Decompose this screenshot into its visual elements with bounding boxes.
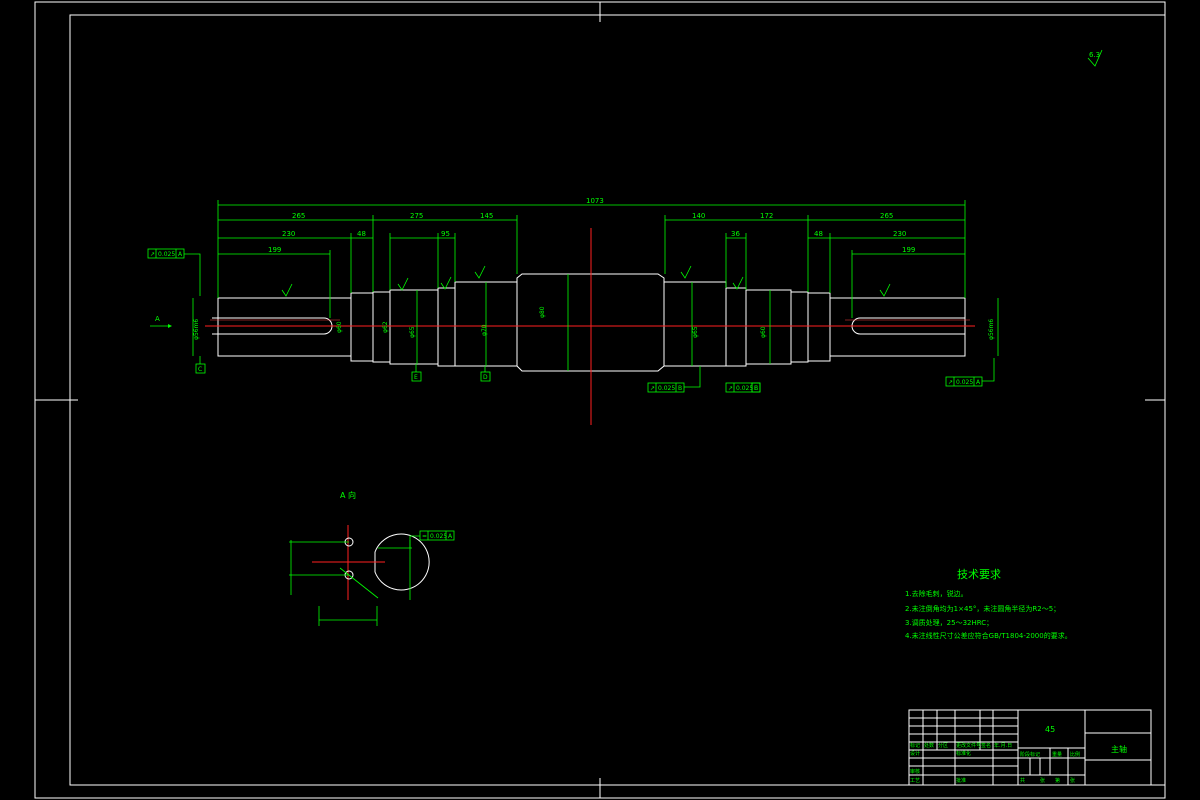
shaft-section-5 bbox=[437, 287, 456, 367]
section-view-a: A 向 = 0.025 A bbox=[289, 490, 455, 626]
svg-text:↗: ↗ bbox=[150, 251, 155, 258]
tech-item-3: 3.调质处理，25～32HRC； bbox=[905, 618, 993, 627]
shaft-section-7 bbox=[663, 281, 727, 367]
dim-3-2: 199 bbox=[902, 246, 915, 254]
dim-2-2: 48 bbox=[357, 230, 366, 238]
svg-text:A: A bbox=[976, 379, 981, 386]
dia-4: φ65 bbox=[409, 326, 416, 338]
dim-2-1: 230 bbox=[282, 230, 295, 238]
part-name: 主轴 bbox=[1111, 744, 1127, 754]
datum-e: E bbox=[411, 364, 422, 382]
svg-text:D: D bbox=[483, 374, 488, 381]
dia-2: φ60 bbox=[336, 321, 343, 333]
dim-overall: 1073 bbox=[586, 197, 604, 205]
section-a-arrow: A bbox=[150, 315, 172, 328]
svg-text:第: 第 bbox=[1055, 777, 1060, 784]
svg-text:A 向: A 向 bbox=[340, 490, 356, 500]
svg-text:A: A bbox=[448, 533, 453, 540]
dim-2-5: 48 bbox=[814, 230, 823, 238]
shaft-section-right-end bbox=[829, 297, 966, 357]
outer-frame bbox=[34, 1, 1166, 799]
svg-text:0.025: 0.025 bbox=[158, 251, 175, 258]
diameter-leaders bbox=[192, 274, 999, 371]
svg-text:张: 张 bbox=[1040, 777, 1045, 784]
tolerance-frame-middle: ↗ 0.025 B bbox=[647, 366, 701, 393]
datum-b: B bbox=[751, 382, 761, 393]
dim-2-6: 230 bbox=[893, 230, 906, 238]
svg-text:标记: 标记 bbox=[910, 742, 920, 749]
shaft-main-view bbox=[205, 228, 975, 425]
dim-top-3: 145 bbox=[480, 212, 493, 220]
svg-text:分区: 分区 bbox=[938, 742, 948, 749]
dim-top-5: 172 bbox=[760, 212, 773, 220]
roughness-marks bbox=[281, 265, 891, 297]
svg-text:B: B bbox=[678, 385, 682, 392]
svg-text:C: C bbox=[198, 366, 202, 373]
svg-text:0.025: 0.025 bbox=[736, 385, 753, 392]
tech-item-1: 1.去除毛刺，锐边。 bbox=[905, 589, 968, 598]
inner-frame bbox=[69, 14, 1166, 786]
title-block: 45 主轴 标记 处数 分区 更改文件号 签名 年.月.日 设计 标准化 阶段标… bbox=[908, 709, 1152, 786]
tolerance-frame-left: ↗ 0.025 A bbox=[147, 248, 201, 296]
dimension-lines bbox=[217, 200, 966, 318]
dia-6: φ80 bbox=[539, 306, 546, 318]
svg-text:A: A bbox=[155, 315, 160, 323]
dim-top-6: 265 bbox=[880, 212, 893, 220]
shaft-section-9 bbox=[745, 289, 792, 365]
svg-text:=: = bbox=[422, 533, 427, 540]
dim-3-1: 199 bbox=[268, 246, 281, 254]
tech-item-4: 4.未注线性尺寸公差应符合GB/T1804-2000的要求。 bbox=[905, 631, 1072, 640]
svg-text:0.025: 0.025 bbox=[658, 385, 675, 392]
svg-text:年.月.日: 年.月.日 bbox=[994, 742, 1012, 749]
svg-text:更改文件号: 更改文件号 bbox=[956, 742, 981, 749]
svg-text:6.3: 6.3 bbox=[1089, 51, 1100, 59]
roughness-symbol: 6.3 bbox=[1087, 49, 1103, 67]
dim-2-4: 36 bbox=[731, 230, 740, 238]
material-label: 45 bbox=[1045, 725, 1055, 734]
svg-text:签名: 签名 bbox=[981, 742, 991, 749]
shaft-section-10 bbox=[790, 291, 809, 363]
svg-text:↗: ↗ bbox=[650, 385, 655, 392]
technical-requirements: 技术要求 1.去除毛刺，锐边。 2.未注倒角均为1×45°，未注圆角半径为R2～… bbox=[905, 568, 1072, 640]
svg-text:张: 张 bbox=[1070, 777, 1075, 784]
dia-9: φ56m6 bbox=[988, 319, 995, 340]
dim-top-2: 275 bbox=[410, 212, 423, 220]
svg-text:↗: ↗ bbox=[728, 385, 733, 392]
datum-c: C bbox=[195, 356, 206, 374]
svg-text:共: 共 bbox=[1020, 777, 1025, 784]
datum-d: D bbox=[480, 366, 491, 382]
dia-5: φ70 bbox=[481, 324, 488, 336]
svg-text:重量: 重量 bbox=[1052, 751, 1062, 758]
dia-1: φ56m6 bbox=[193, 319, 200, 340]
shaft-section-11 bbox=[807, 292, 831, 362]
dim-top-4: 140 bbox=[692, 212, 705, 220]
dia-8: φ60 bbox=[760, 326, 767, 338]
svg-text:工艺: 工艺 bbox=[910, 778, 920, 784]
svg-text:A: A bbox=[178, 251, 183, 258]
tolerance-frame-right: ↗ 0.025 A bbox=[945, 358, 995, 387]
svg-text:设计: 设计 bbox=[910, 750, 920, 757]
svg-text:标准化: 标准化 bbox=[956, 750, 971, 757]
svg-text:B: B bbox=[754, 385, 758, 392]
dim-top-1: 265 bbox=[292, 212, 305, 220]
svg-text:批准: 批准 bbox=[956, 777, 966, 784]
svg-text:↗: ↗ bbox=[948, 379, 953, 386]
dia-7: φ65 bbox=[692, 326, 699, 338]
shaft-section-left-end bbox=[217, 297, 352, 357]
svg-text:阶段标记: 阶段标记 bbox=[1020, 751, 1040, 758]
svg-text:E: E bbox=[414, 374, 418, 381]
dim-2-3: 95 bbox=[441, 230, 450, 238]
dia-3: φ62 bbox=[382, 321, 389, 333]
svg-text:审核: 审核 bbox=[910, 768, 920, 775]
tech-title: 技术要求 bbox=[957, 568, 1001, 581]
svg-text:比例: 比例 bbox=[1070, 751, 1080, 758]
shaft-section-8 bbox=[725, 287, 747, 367]
tech-item-2: 2.未注倒角均为1×45°，未注圆角半径为R2～5； bbox=[905, 604, 1060, 613]
svg-text:0.025: 0.025 bbox=[956, 379, 973, 386]
svg-text:处数: 处数 bbox=[924, 742, 934, 749]
svg-text:E: E bbox=[754, 385, 758, 392]
shaft-section-2 bbox=[350, 292, 374, 362]
svg-text:0.025: 0.025 bbox=[430, 533, 447, 540]
